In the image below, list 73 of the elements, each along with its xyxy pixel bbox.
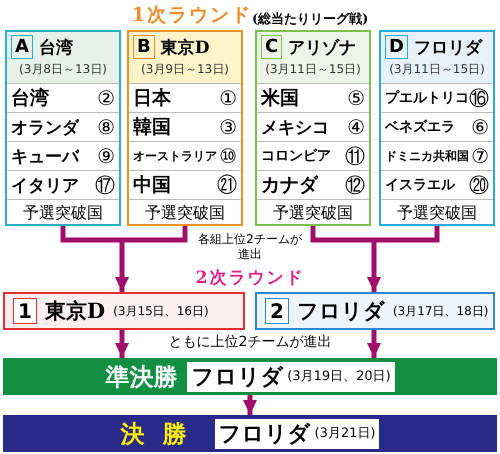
date-range: (3月21日) xyxy=(314,424,376,442)
seed-number: ③ xyxy=(219,115,237,139)
team-name: プエルトリコ xyxy=(385,89,469,107)
team-name: イスラエル xyxy=(385,176,455,194)
seed-number: ⑰ xyxy=(95,172,115,198)
team-name: ベネズエラ xyxy=(385,118,455,136)
round-box xyxy=(3,292,245,330)
note: 各組上位2チームが進出 xyxy=(197,232,303,262)
arrow xyxy=(243,395,257,415)
seed-number: ⑯ xyxy=(469,84,489,112)
stage-band xyxy=(3,415,497,452)
seed-number: ④ xyxy=(347,115,365,139)
seed-number: ⑥ xyxy=(471,115,489,139)
team-name: 中国 xyxy=(133,173,171,198)
team-name: オランダ xyxy=(11,116,79,138)
seed-number: ⑤ xyxy=(347,86,365,110)
round-heading: 2次ラウンド xyxy=(194,267,306,289)
qualifier-note: 予選突破国 xyxy=(272,202,354,224)
qualifier-note: 予選突破国 xyxy=(144,202,226,224)
pool-box xyxy=(127,30,243,226)
stage-name: 決勝 xyxy=(120,418,205,450)
seed-number: ② xyxy=(97,86,115,110)
venue-name: 東京D xyxy=(44,297,106,325)
venue-name: 東京D xyxy=(160,36,210,58)
team-name: コロンビア xyxy=(261,147,331,165)
seed-number: ① xyxy=(219,86,237,110)
pool-box xyxy=(5,30,121,226)
venue-name: フロリダ xyxy=(414,36,482,58)
date-range: (3月17日、18日) xyxy=(392,302,488,320)
round-box xyxy=(255,292,495,330)
date-range: (3月9日～13日) xyxy=(140,61,230,78)
team-name: カナダ xyxy=(261,173,318,198)
seed-number: ⑦ xyxy=(471,144,489,168)
date-range: (3月8日～13日) xyxy=(18,61,108,78)
pool-box xyxy=(379,30,495,226)
arrow xyxy=(115,330,129,358)
team-name: 米国 xyxy=(261,86,299,111)
stage-band xyxy=(3,358,497,395)
seed-number: ⑫ xyxy=(345,172,365,198)
seed-number: ⑩ xyxy=(219,144,237,168)
team-name: イタリア xyxy=(11,174,79,196)
team-name: 韓国 xyxy=(133,115,171,140)
stage-name: 準決勝 xyxy=(105,362,178,392)
group-letter: D xyxy=(385,35,408,59)
arrow xyxy=(367,330,381,358)
group-letter: C xyxy=(261,35,282,59)
date-range: (3月15日、16日) xyxy=(113,302,209,320)
seed-number: ⑨ xyxy=(97,144,115,168)
group-letter: B xyxy=(133,35,155,59)
group-letter: A xyxy=(11,35,33,59)
venue-name: フロリダ xyxy=(296,297,385,325)
venue-name: 台湾 xyxy=(38,36,73,58)
team-name: オーストラリア xyxy=(133,148,217,164)
round-number: 1 xyxy=(13,298,37,324)
qualifier-note: 予選突破国 xyxy=(396,202,478,224)
pool-box xyxy=(255,30,371,226)
qualifier-note: 予選突破国 xyxy=(22,202,104,224)
seed-number: ⑳ xyxy=(469,172,489,198)
note: ともに上位2チームが進出 xyxy=(168,333,332,351)
round-number: 2 xyxy=(265,298,289,324)
subtitle: (総当たりリーグ戦) xyxy=(252,11,368,28)
date-range: (3月11日～15日) xyxy=(388,61,486,78)
team-name: ドミニカ共和国 xyxy=(385,148,469,164)
date-range: (3月19日、20日) xyxy=(287,368,391,386)
title: 1次ラウンド xyxy=(132,3,252,28)
team-name: 日本 xyxy=(133,86,171,111)
seed-number: ⑪ xyxy=(345,142,365,170)
seed-number: ㉑ xyxy=(217,173,237,197)
team-name: 台湾 xyxy=(11,86,49,111)
venue-name: アリゾナ xyxy=(288,36,356,58)
team-name: メキシコ xyxy=(261,116,329,138)
seed-number: ⑧ xyxy=(97,115,115,139)
date-range: (3月11日～15日) xyxy=(264,61,362,78)
